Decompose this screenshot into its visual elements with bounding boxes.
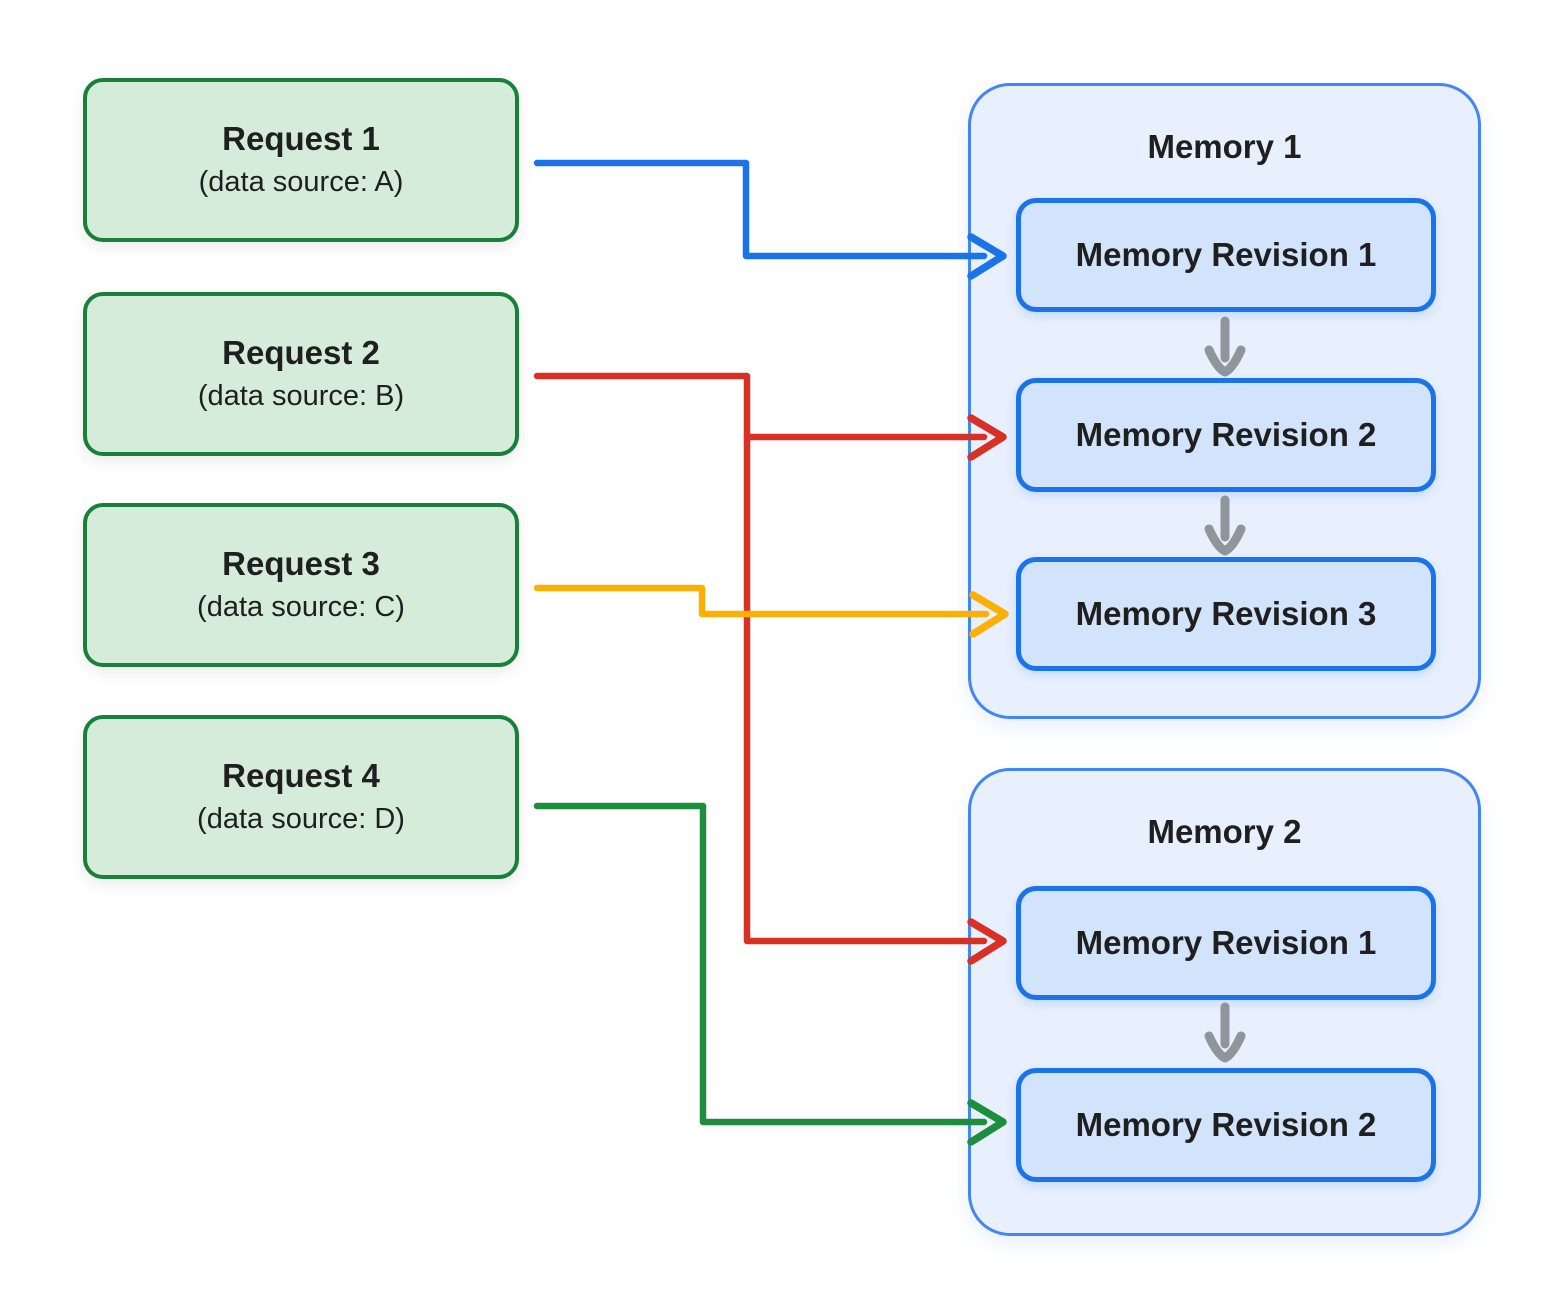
memory-1-revision-2-box: Memory Revision 2 [1016,378,1436,492]
request-1-box: Request 1 (data source: A) [83,78,519,242]
request-3-title: Request 3 [222,544,380,582]
memory-1-title: Memory 1 [1147,128,1302,165]
request-2-title: Request 2 [222,333,380,371]
memory-1-revision-1-box: Memory Revision 1 [1016,198,1436,312]
request-4-box: Request 4 (data source: D) [83,715,519,879]
memory-2-revision-1-box: Memory Revision 1 [1016,886,1436,1000]
connector-request2-to-memory2-rev1 [533,372,988,945]
down-arrow-icon [1204,495,1246,556]
request-1-title: Request 1 [222,119,380,157]
request-2-subtitle: (data source: B) [197,380,405,413]
connector-request4-to-memory2-rev2 [533,802,988,1126]
request-3-box: Request 3 (data source: C) [83,503,519,667]
down-arrow-icon [1204,316,1246,377]
down-arrow-icon [1204,1002,1246,1063]
memory-1-container: Memory 1 Memory Revision 1 Memory Revisi… [968,83,1481,719]
request-1-subtitle: (data source: A) [198,166,404,199]
memory-2-title: Memory 2 [1147,813,1302,850]
request-2-box: Request 2 (data source: B) [83,292,519,456]
memory-2-revision-2-box: Memory Revision 2 [1016,1068,1436,1182]
memory-1-revision-3-box: Memory Revision 3 [1016,557,1436,671]
request-3-subtitle: (data source: C) [197,591,405,624]
memory-2-container: Memory 2 Memory Revision 1 Memory Revisi… [968,768,1481,1236]
connector-request1-to-memory1-rev1 [533,159,988,260]
connector-request3-to-memory1-rev3 [533,584,990,618]
request-4-title: Request 4 [222,756,380,794]
request-4-subtitle: (data source: D) [197,803,405,836]
